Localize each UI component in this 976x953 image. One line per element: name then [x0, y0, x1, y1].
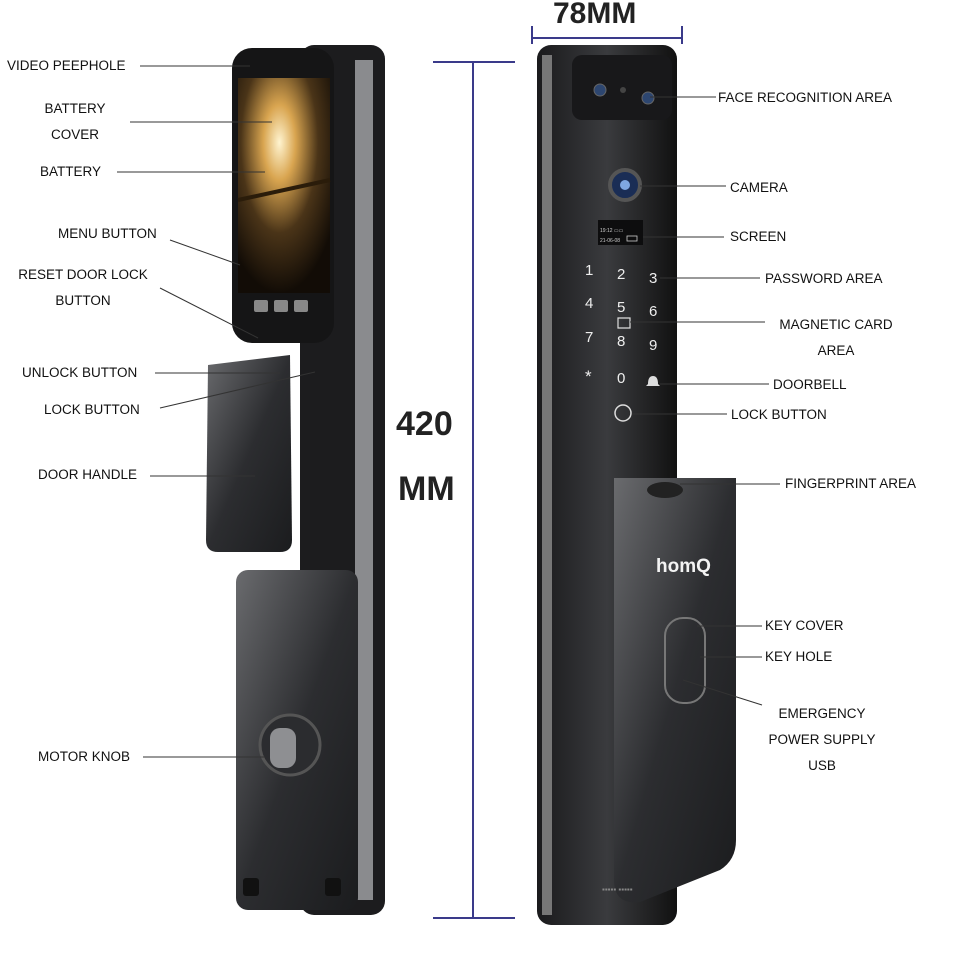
- height-dimension-unit: MM: [398, 470, 455, 508]
- key-3[interactable]: 3: [649, 270, 658, 287]
- key-4[interactable]: 4: [585, 295, 594, 312]
- label-screen: SCREEN: [730, 229, 787, 244]
- key-5[interactable]: 5: [617, 299, 626, 316]
- card-icon: [617, 317, 631, 329]
- brand-logo: homQ: [656, 556, 711, 577]
- label-lock-button-left: LOCK BUTTON: [44, 402, 140, 417]
- label-battery-cover-line2: COVER: [50, 127, 99, 142]
- svg-text:▪▪▪▪▪ ▪▪▪▪▪: ▪▪▪▪▪ ▪▪▪▪▪: [602, 885, 633, 894]
- inner-lock-panel: [206, 45, 385, 915]
- menu-back-button: [254, 300, 268, 312]
- width-dimension: 78MM: [553, 0, 637, 30]
- label-password-area: PASSWORD AREA: [765, 271, 883, 286]
- label-emergency-line1: EMERGENCY: [778, 706, 866, 721]
- label-face-recognition: FACE RECOGNITION AREA: [718, 90, 893, 105]
- menu-next-button: [294, 300, 308, 312]
- label-magnetic-card: MAGNETIC CARD AREA: [771, 312, 901, 364]
- label-door-handle: DOOR HANDLE: [38, 467, 138, 482]
- label-battery-cover-line1: BATTERY: [44, 101, 106, 116]
- label-magnetic-line1: MAGNETIC CARD: [779, 317, 893, 332]
- fingerprint-sensor: [647, 482, 683, 498]
- lock-button-icon: [614, 404, 632, 422]
- label-fingerprint-area: FINGERPRINT AREA: [785, 476, 917, 491]
- label-lock-button-right: LOCK BUTTON: [731, 407, 827, 422]
- label-magnetic-line2: AREA: [817, 343, 855, 358]
- label-video-peephole: VIDEO PEEPHOLE: [7, 58, 126, 73]
- key-1[interactable]: 1: [585, 262, 594, 279]
- label-key-hole: KEY HOLE: [765, 649, 833, 664]
- label-reset-line2: BUTTON: [55, 293, 111, 308]
- key-7[interactable]: 7: [585, 329, 594, 346]
- key-2[interactable]: 2: [617, 266, 626, 283]
- label-reset-button: RESET DOOR LOCK BUTTON: [9, 262, 157, 314]
- height-dimension-value: 420: [396, 405, 453, 443]
- battery-cover-screen: [238, 78, 330, 293]
- label-battery-cover: BATTERY COVER: [38, 96, 112, 148]
- key-9[interactable]: 9: [649, 337, 658, 354]
- key-cover: [664, 617, 706, 704]
- key-8[interactable]: 8: [617, 333, 626, 350]
- key-star[interactable]: *: [585, 367, 592, 386]
- dimension-lines: [433, 26, 683, 919]
- label-emergency-line2: POWER SUPPLY: [768, 732, 876, 747]
- door-handle: [206, 355, 292, 552]
- label-battery: BATTERY: [40, 164, 102, 179]
- outer-lock-panel: 19:12 ▭▭ 21-06-08 homQ ▪▪▪▪▪ ▪▪▪▪▪: [537, 45, 736, 925]
- leader-lines: [117, 65, 780, 758]
- svg-text:19:12 ▭▭: 19:12 ▭▭: [600, 228, 624, 234]
- label-emergency-usb: EMERGENCY POWER SUPPLY USB: [758, 701, 886, 779]
- doorbell-icon: [646, 376, 660, 386]
- label-doorbell: DOORBELL: [773, 377, 847, 392]
- label-camera: CAMERA: [730, 180, 788, 195]
- menu-home-button: [274, 300, 288, 312]
- label-emergency-line3: USB: [808, 758, 836, 773]
- label-motor-knob: MOTOR KNOB: [38, 749, 131, 764]
- svg-text:21-06-08: 21-06-08: [600, 238, 620, 244]
- label-reset-line1: RESET DOOR LOCK: [18, 267, 148, 282]
- key-0[interactable]: 0: [617, 370, 626, 387]
- key-6[interactable]: 6: [649, 303, 658, 320]
- label-key-cover: KEY COVER: [765, 618, 844, 633]
- label-unlock-button: UNLOCK BUTTON: [22, 365, 138, 380]
- outer-handle: [614, 478, 736, 903]
- label-menu-button: MENU BUTTON: [58, 226, 157, 241]
